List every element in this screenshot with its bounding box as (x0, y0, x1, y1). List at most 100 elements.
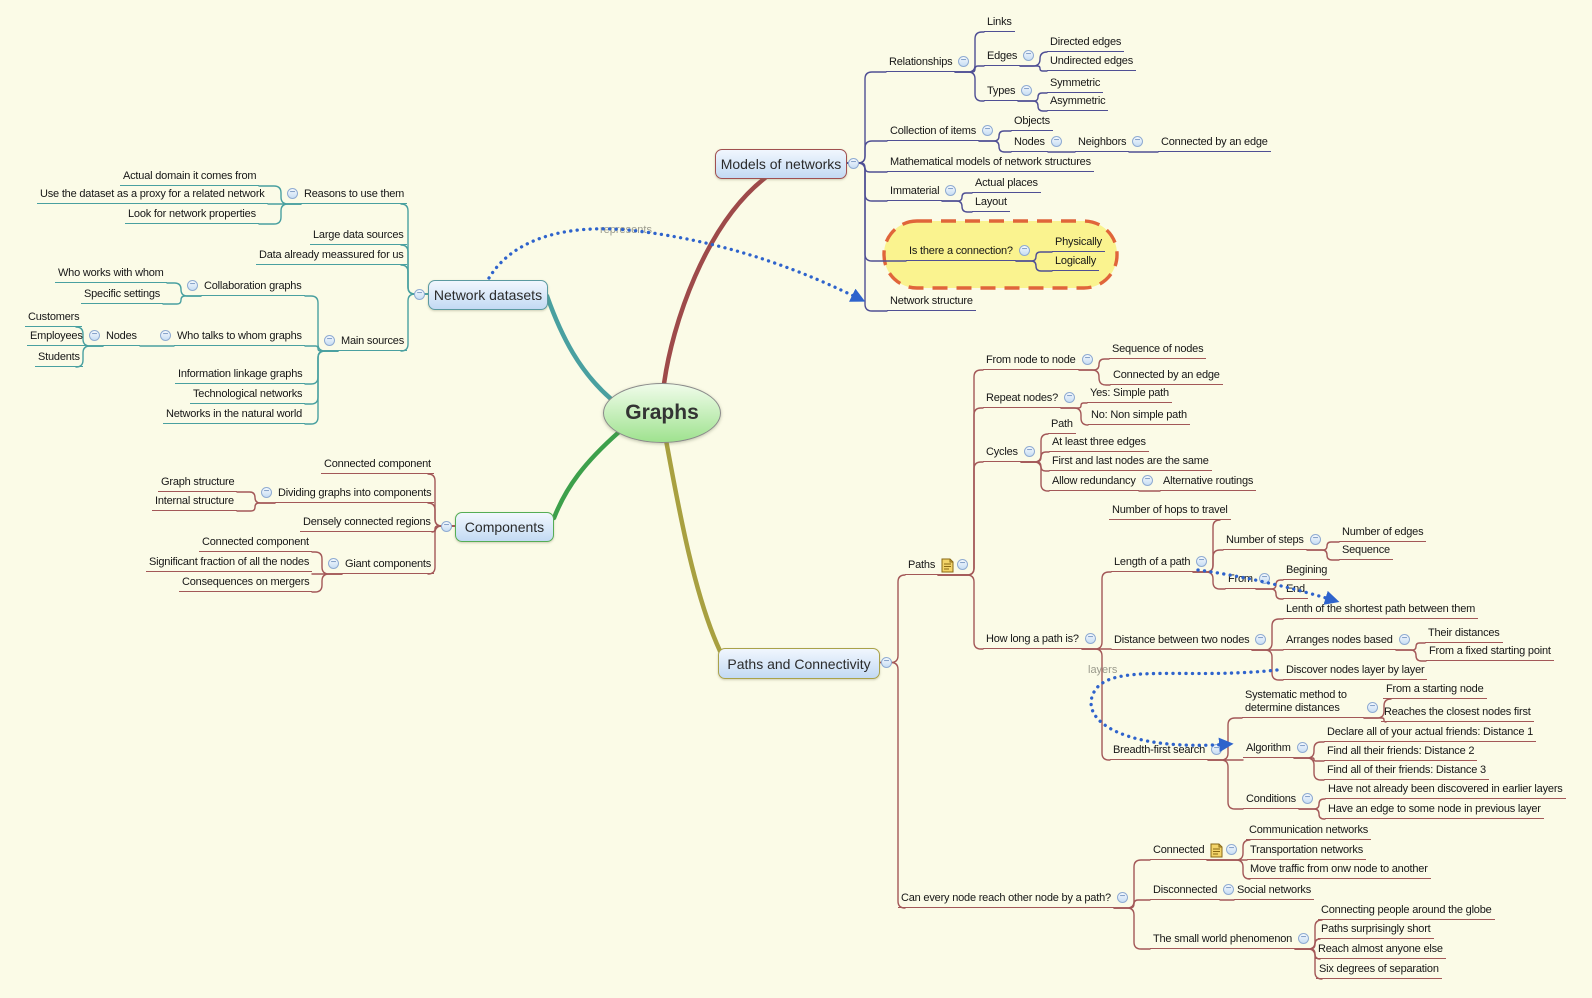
collapse-icon[interactable]: − (1297, 742, 1308, 753)
topic-consequences[interactable]: Consequences on mergers (179, 576, 313, 592)
topic-firstlast[interactable]: First and last nodes are the same (1049, 455, 1212, 471)
topic-pc[interactable]: Paths and Connectivity (718, 648, 880, 679)
topic-connbyedge[interactable]: Connected by an edge (1110, 369, 1223, 385)
collapse-icon[interactable]: − (1367, 702, 1378, 713)
topic-bfs[interactable]: Breadth-first search (1110, 744, 1208, 760)
collapse-icon[interactable]: − (1132, 136, 1143, 147)
topic-proxy[interactable]: Use the dataset as a proxy for a related… (37, 188, 268, 204)
topic-customers[interactable]: Customers (25, 311, 83, 327)
collapse-icon[interactable]: − (1211, 744, 1222, 755)
topic-socialnet[interactable]: Social networks (1234, 884, 1315, 900)
topic-numhops[interactable]: Number of hops to travel (1109, 504, 1231, 520)
topic-connection[interactable]: Is there a connection? (906, 245, 1016, 261)
topic-mathmodels[interactable]: Mathematical models of network structure… (887, 156, 1094, 172)
topic-connected2[interactable]: Connected (1150, 844, 1208, 860)
topic-numsteps[interactable]: Number of steps (1223, 534, 1307, 550)
collapse-icon[interactable]: − (1226, 844, 1237, 855)
topic-graphstructure[interactable]: Graph structure (158, 476, 238, 492)
topic-haveedge[interactable]: Have an edge to some node in previous la… (1325, 803, 1544, 819)
collapse-icon[interactable]: − (1064, 392, 1075, 403)
collapse-icon[interactable]: − (1085, 633, 1096, 644)
topic-havenot[interactable]: Have not already been discovered in earl… (1325, 783, 1566, 799)
topic-fixedstart[interactable]: From a fixed starting point (1426, 645, 1554, 661)
topic-sysmethod[interactable]: Systematic method to determine distances (1242, 689, 1364, 718)
topic-numedges[interactable]: Number of edges (1339, 526, 1427, 542)
topic-discover[interactable]: Discover nodes layer by layer (1283, 664, 1428, 680)
topic-types[interactable]: Types (984, 85, 1019, 101)
topic-howlong[interactable]: How long a path is? (983, 633, 1082, 649)
topic-transpnet[interactable]: Transportation networks (1247, 844, 1366, 860)
topic-immaterial[interactable]: Immaterial (887, 185, 943, 201)
topic-paths[interactable]: Paths (905, 559, 939, 575)
topic-technet[interactable]: Technological networks (190, 388, 306, 404)
topic-nodesL[interactable]: Nodes (103, 330, 140, 346)
topic-densely[interactable]: Densely connected regions (300, 516, 434, 532)
topic-reachclosest[interactable]: Reaches the closest nodes first (1381, 706, 1534, 722)
topic-altroutings[interactable]: Alternative routings (1160, 475, 1257, 491)
topic-lengthpath[interactable]: Length of a path (1111, 556, 1194, 572)
collapse-icon[interactable]: − (848, 157, 859, 169)
note-icon[interactable] (1210, 843, 1223, 858)
note-icon[interactable] (941, 558, 954, 573)
collapse-icon[interactable]: − (414, 288, 425, 300)
topic-internalstructure[interactable]: Internal structure (152, 495, 237, 511)
topic-sigfrac[interactable]: Significant fraction of all the nodes (146, 556, 313, 572)
topic-theirdist[interactable]: Their distances (1425, 627, 1503, 643)
topic-components[interactable]: Components (455, 512, 554, 542)
topic-from2[interactable]: From (1225, 573, 1256, 589)
topic-smallworld[interactable]: The small world phenomenon (1150, 933, 1296, 949)
topic-nodes2[interactable]: Nodes (1011, 136, 1048, 152)
topic-canevery[interactable]: Can every node reach other node by a pat… (898, 892, 1114, 908)
topic-reasons[interactable]: Reasons to use them (301, 188, 408, 204)
topic-findall3[interactable]: Find all of their friends: Distance 3 (1324, 764, 1489, 780)
topic-distance[interactable]: Distance between two nodes (1111, 634, 1253, 650)
topic-path1[interactable]: Path (1048, 418, 1076, 434)
topic-cycles[interactable]: Cycles (983, 446, 1021, 462)
collapse-icon[interactable]: − (1024, 446, 1035, 457)
topic-shortest[interactable]: Lenth of the shortest path between them (1283, 603, 1479, 619)
topic-sequence[interactable]: Sequence (1339, 544, 1393, 560)
topic-whotalks[interactable]: Who talks to whom graphs (174, 330, 305, 346)
collapse-icon[interactable]: − (89, 330, 100, 341)
topic-movetraffic[interactable]: Move traffic from onw node to another (1247, 863, 1431, 879)
collapse-icon[interactable]: − (1082, 354, 1093, 365)
topic-seqnodes[interactable]: Sequence of nodes (1109, 343, 1207, 359)
topic-cc1[interactable]: Connected component (321, 458, 434, 474)
topic-whoworks[interactable]: Who works with whom (55, 267, 167, 283)
topic-layoutn[interactable]: Layout (972, 196, 1010, 212)
collapse-icon[interactable]: − (1021, 85, 1032, 96)
topic-arranges[interactable]: Arranges nodes based (1283, 634, 1396, 650)
topic-collection[interactable]: Collection of items (887, 125, 980, 141)
topic-actualdomain[interactable]: Actual domain it comes from (120, 170, 260, 186)
topic-begining[interactable]: Begining (1283, 564, 1331, 580)
collapse-icon[interactable]: − (1117, 892, 1128, 903)
collapse-icon[interactable]: − (1223, 884, 1234, 895)
topic-undirected[interactable]: Undirected edges (1047, 55, 1137, 71)
topic-collaboration[interactable]: Collaboration graphs (201, 280, 305, 296)
collapse-icon[interactable]: − (187, 280, 198, 291)
collapse-icon[interactable]: − (1399, 634, 1410, 645)
topic-pathsshort[interactable]: Paths surprisingly short (1318, 923, 1434, 939)
topic-commnet[interactable]: Communication networks (1246, 824, 1372, 840)
collapse-icon[interactable]: − (328, 558, 339, 569)
topic-mainsources[interactable]: Main sources (338, 335, 408, 351)
topic-fromnode[interactable]: From node to node (983, 354, 1079, 370)
collapse-icon[interactable]: − (261, 487, 272, 498)
topic-links[interactable]: Links (984, 16, 1015, 32)
topic-connedge[interactable]: Connected by an edge (1158, 136, 1271, 152)
collapse-icon[interactable]: − (1259, 573, 1270, 584)
topic-cc2[interactable]: Connected component (199, 536, 312, 552)
topic-declare[interactable]: Declare all of your actual friends: Dist… (1324, 726, 1537, 742)
topic-largedata[interactable]: Large data sources (310, 229, 407, 245)
topic-edges[interactable]: Edges (984, 50, 1021, 66)
topic-findall2[interactable]: Find all their friends: Distance 2 (1324, 745, 1478, 761)
collapse-icon[interactable]: − (1051, 136, 1062, 147)
topic-models[interactable]: Models of networks (715, 149, 847, 179)
topic-actualplaces[interactable]: Actual places (972, 177, 1041, 193)
topic-disconnected[interactable]: Disconnected (1150, 884, 1221, 900)
topic-datameasured[interactable]: Data already meassured for us (256, 249, 407, 265)
topic-repeat[interactable]: Repeat nodes? (983, 392, 1062, 408)
collapse-icon[interactable]: − (1302, 793, 1313, 804)
topic-end2[interactable]: End (1283, 583, 1308, 599)
collapse-icon[interactable]: − (324, 335, 335, 346)
